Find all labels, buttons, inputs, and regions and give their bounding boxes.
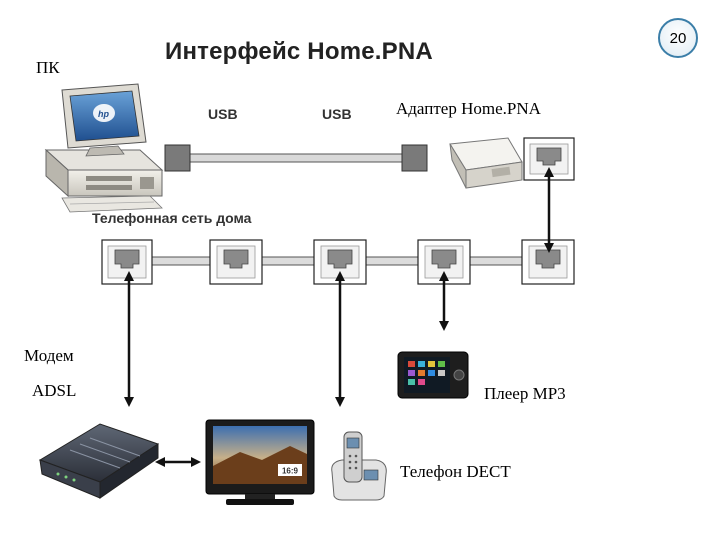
- mp3-player-icon: [397, 351, 469, 399]
- pc-label: ПК: [36, 58, 60, 77]
- usb-cable: [164, 144, 428, 172]
- adapter-socket: [523, 137, 575, 181]
- homepna-adapter-icon: [449, 137, 523, 189]
- wall-socket: [101, 239, 153, 285]
- wall-socket: [209, 239, 263, 285]
- usb-plug-left: [164, 144, 191, 172]
- adsl-modem-icon: [38, 423, 160, 499]
- page-number-badge: 20: [658, 18, 698, 58]
- modem-label-line1: Модем: [24, 346, 74, 365]
- mp3-label: Плеер МР3: [484, 384, 566, 403]
- diagram-title: Интерфейс Home.PNA: [165, 38, 433, 65]
- pc-icon: hp: [44, 83, 164, 213]
- tv-icon: 16:9: [205, 419, 315, 505]
- svg-text:hp: hp: [98, 109, 109, 119]
- usb-left-label: USB: [208, 106, 238, 122]
- home-network-label: Телефонная сеть дома: [92, 210, 252, 226]
- dect-label: Телефон DECT: [400, 462, 511, 481]
- dect-phone-icon: [331, 431, 387, 501]
- tv-aspect-badge: [278, 464, 302, 476]
- tv-aspect-text: 16:9: [282, 467, 299, 476]
- usb-right-label: USB: [322, 106, 352, 122]
- usb-plug-right: [401, 144, 428, 172]
- adapter-label: Адаптер Home.PNA: [396, 99, 541, 118]
- page-number: 20: [669, 29, 687, 47]
- modem-label-line2: ADSL: [32, 381, 77, 400]
